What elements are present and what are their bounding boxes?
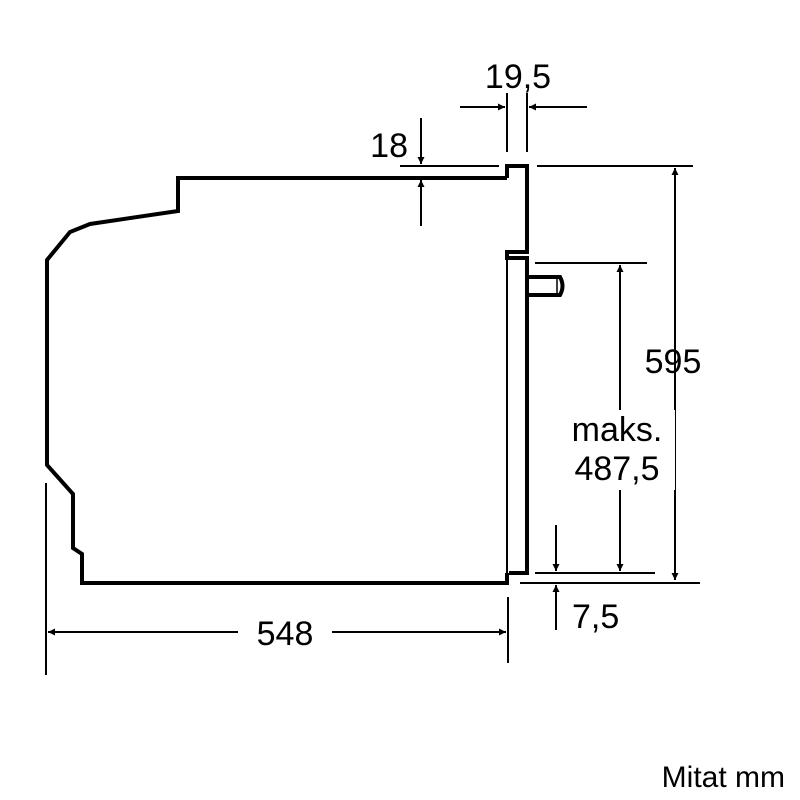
- bottom-offset-label: 7,5: [572, 598, 619, 636]
- oven-door: [505, 164, 565, 583]
- door-handle: [527, 275, 565, 297]
- top-offset-label: 18: [370, 127, 408, 165]
- door-thickness-label: 19,5: [485, 58, 551, 96]
- total-height-label: 595: [645, 343, 702, 381]
- depth-label: 548: [257, 615, 314, 653]
- max-height-prefix: maks.: [572, 411, 663, 449]
- dimension-lines: [45, 93, 700, 675]
- units-caption: Mitat mm: [662, 761, 785, 794]
- oven-body-outline: [45, 176, 509, 585]
- max-height-label: 487,5: [574, 450, 659, 488]
